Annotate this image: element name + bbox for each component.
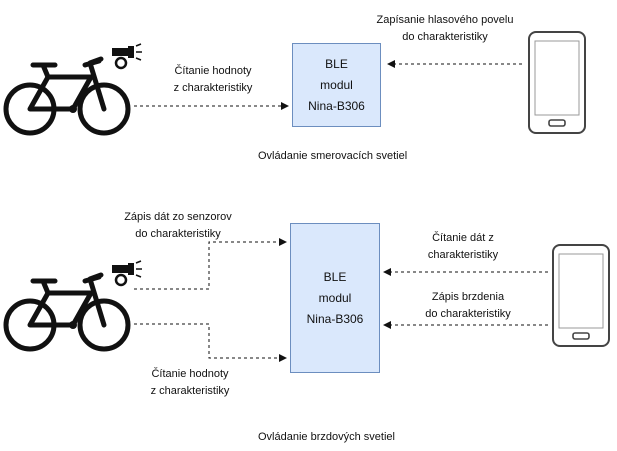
module-line-3: Nina-B306: [306, 311, 364, 326]
label-bike-read: Čítanie hodnoty z charakteristiky: [135, 366, 245, 400]
bicycle-icon: [6, 275, 128, 349]
label-line: Čítanie hodnoty: [174, 65, 252, 77]
label-sensor-write: Zápis dát zo senzorov do charakteristiky: [108, 209, 248, 243]
ble-module-box: BLE modul Nina-B306: [292, 43, 381, 127]
smartphone-icon: [528, 31, 586, 134]
label-line: Zápis brzdenia: [431, 291, 505, 303]
label-line: Čítanie hodnoty: [151, 368, 229, 380]
arrow-sensor-write: [134, 238, 287, 290]
smartphone-icon: [552, 244, 610, 347]
label-line: Čítanie dát z: [432, 232, 494, 244]
label-phone-write: Zapísanie hlasového povelu do charakteri…: [365, 12, 525, 46]
module-line-3: Nina-B306: [308, 98, 365, 113]
module-line-2: modul: [318, 290, 352, 305]
module-line-1: BLE: [325, 56, 348, 71]
label-line: do charakteristiky: [402, 31, 488, 43]
label-line: do charakteristiky: [425, 308, 511, 320]
caption-turn-signals: Ovládanie smerovacích svetiel: [258, 150, 408, 162]
arrow-module-read: [134, 323, 287, 362]
label-line: Zapísanie hlasového povelu: [376, 14, 514, 26]
label-phone-brake: Zápis brzdenia do charakteristiky: [408, 289, 528, 323]
label-line: z charakteristiky: [150, 385, 230, 397]
label-line: do charakteristiky: [135, 228, 221, 240]
module-line-2: modul: [320, 77, 353, 92]
light-icon: [110, 42, 144, 70]
label-bike-read: Čítanie hodnoty z charakteristiky: [158, 63, 268, 97]
ble-module-box: BLE modul Nina-B306: [290, 223, 380, 373]
module-line-1: BLE: [323, 269, 347, 284]
caption-brake-lights: Ovládanie brzdových svetiel: [258, 431, 395, 443]
bicycle-icon: [6, 59, 128, 133]
light-icon: [110, 259, 144, 287]
label-line: Zápis dát zo senzorov: [124, 211, 232, 223]
label-phone-read: Čítanie dát z charakteristiky: [408, 230, 518, 264]
label-line: z charakteristiky: [173, 82, 253, 94]
label-line: charakteristiky: [427, 249, 499, 261]
